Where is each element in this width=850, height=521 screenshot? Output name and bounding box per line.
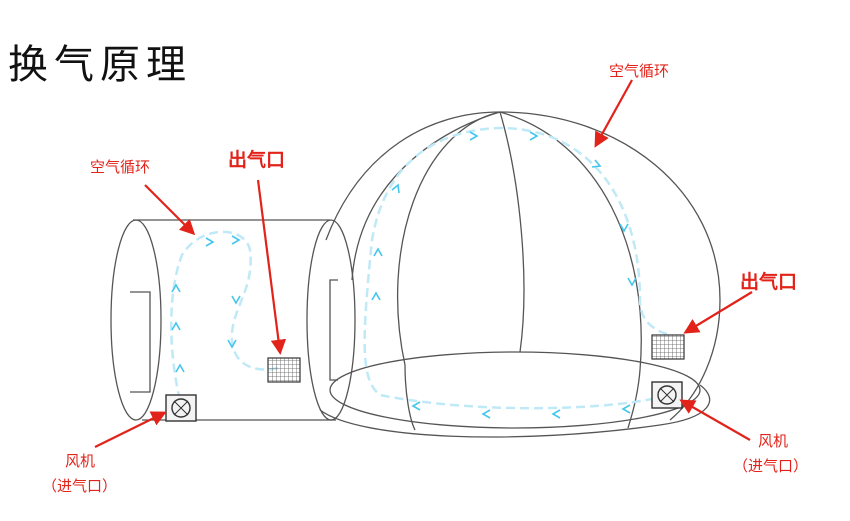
dome-rib-2 bbox=[499, 111, 525, 353]
dome-rib-5 bbox=[404, 364, 416, 431]
airflow-arrows bbox=[171, 131, 637, 419]
label-tunnel-fan: 风机 bbox=[65, 452, 95, 470]
label-tunnel-outlet: 出气口 bbox=[228, 148, 285, 171]
annotation-arrows bbox=[94, 79, 753, 448]
tunnel-outlet-vent bbox=[267, 357, 301, 383]
label-dome-outlet: 出气口 bbox=[740, 270, 797, 293]
tunnel-body bbox=[133, 219, 336, 421]
label-dome-inlet: （进气口） bbox=[733, 457, 808, 475]
airflow-paths bbox=[169, 126, 671, 419]
dome-outlet-vent bbox=[651, 334, 685, 360]
label-dome-circulation: 空气循环 bbox=[609, 62, 669, 80]
dome-shell bbox=[325, 111, 721, 421]
dome-fan-icon bbox=[651, 381, 683, 409]
tunnel-rear-end bbox=[110, 219, 162, 421]
tunnel-opening bbox=[130, 291, 151, 393]
label-tunnel-circulation: 空气循环 bbox=[90, 158, 150, 176]
tunnel-fan-icon bbox=[165, 394, 197, 422]
label-dome-fan: 风机 bbox=[758, 432, 788, 450]
tunnel-structure bbox=[110, 219, 356, 421]
airflow-tunnel bbox=[169, 230, 279, 401]
dome-rib-1 bbox=[396, 111, 501, 366]
tunnel-front-ring bbox=[306, 219, 356, 421]
tunnel-front-opening bbox=[329, 279, 338, 381]
dome-structure bbox=[319, 111, 721, 438]
label-tunnel-inlet: （进气口） bbox=[42, 477, 117, 495]
dome-rib-3 bbox=[499, 111, 642, 371]
diagram-title: 换气原理 bbox=[8, 42, 192, 88]
dome-base bbox=[319, 384, 711, 438]
dome-door-opening bbox=[329, 351, 701, 429]
dome-rib-6 bbox=[627, 369, 641, 429]
airflow-dome bbox=[363, 126, 671, 410]
